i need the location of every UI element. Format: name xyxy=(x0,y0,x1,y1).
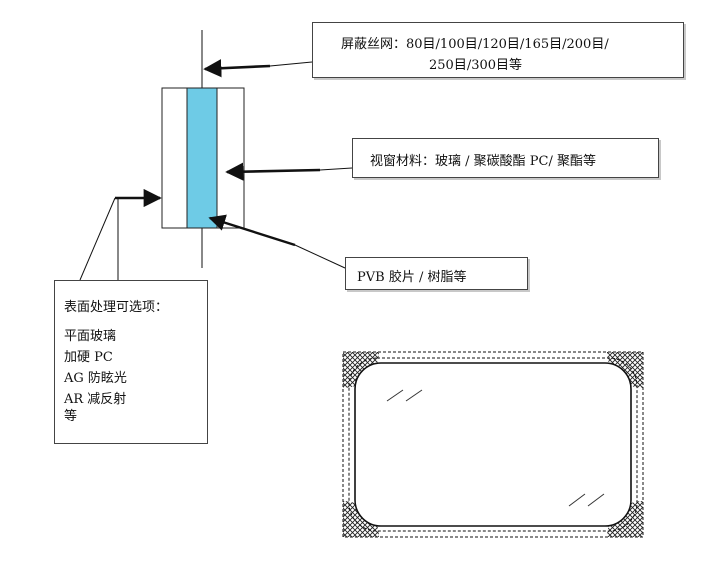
shield-mesh-text-line2: 250目/300目等 xyxy=(429,58,523,73)
outer-glass-right xyxy=(216,87,245,229)
pvb-interlayer xyxy=(186,87,218,229)
inner-dashed-border xyxy=(348,357,638,532)
window-arrow xyxy=(225,162,321,181)
pvb-leader xyxy=(294,244,346,269)
glare-marks-top xyxy=(386,389,423,402)
window-leader xyxy=(319,167,353,171)
surface-option-3: AG 防眩光 xyxy=(64,371,127,386)
shield-mesh-text-line1: 屏蔽丝网：80目/100目/120目/165目/200目/ xyxy=(341,37,609,52)
surface-leader-a xyxy=(79,197,116,281)
glare-marks-bottom xyxy=(568,493,605,507)
viewing-area xyxy=(354,362,632,527)
surface-treatment-callout: 表面处理可选项： 平面玻璃 加硬 PC AG 防眩光 AR 减反射 等 xyxy=(54,280,208,444)
corner-hatching xyxy=(343,352,643,537)
shield-mesh-callout: 屏蔽丝网：80目/100目/120目/165目/200目/ 250目/300目等 xyxy=(312,22,684,78)
surface-option-4: AR 减反射 xyxy=(64,392,127,407)
surface-option-5: 等 xyxy=(64,409,78,424)
surface-option-2: 加硬 PC xyxy=(64,350,113,365)
mesh-arrow xyxy=(203,59,271,78)
interlayer-text: PVB 胶片 / 树脂等 xyxy=(357,270,467,285)
interlayer-callout: PVB 胶片 / 树脂等 xyxy=(345,257,528,290)
outer-glass-left xyxy=(161,87,188,229)
mesh-leader xyxy=(269,61,313,67)
surface-option-1: 平面玻璃 xyxy=(64,329,117,344)
surface-treatment-title: 表面处理可选项： xyxy=(64,300,169,315)
window-material-text: 视窗材料：玻璃 / 聚碳酸酯 PC/ 聚酯等 xyxy=(370,154,596,169)
window-material-callout: 视窗材料：玻璃 / 聚碳酸酯 PC/ 聚酯等 xyxy=(352,138,659,178)
pvb-arrow xyxy=(208,214,296,247)
